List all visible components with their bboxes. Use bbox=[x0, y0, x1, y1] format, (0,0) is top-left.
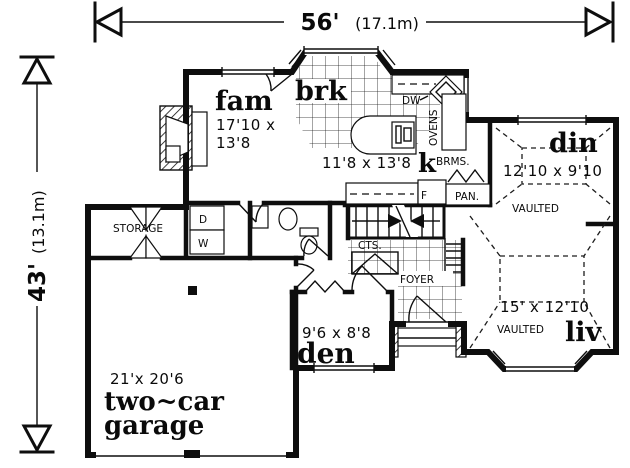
washer-label: W bbox=[198, 238, 209, 250]
stairs-down-arrow bbox=[410, 214, 424, 228]
dining-dims: 12'10 x 9'10 bbox=[503, 162, 602, 180]
fireplace bbox=[159, 105, 208, 171]
living-vaulted-label: VAULTED bbox=[497, 324, 544, 336]
storage-door-leaf bbox=[145, 234, 164, 259]
family-breakfast-door bbox=[265, 73, 293, 92]
powder-sink bbox=[278, 207, 298, 231]
ovens-cabinet bbox=[441, 93, 467, 151]
foyer-label: FOYER bbox=[400, 274, 434, 286]
storage-label: STORAGE bbox=[113, 223, 163, 235]
dining-vaulted-label: VAULTED bbox=[512, 203, 559, 215]
hall-door bbox=[237, 202, 265, 223]
family-room-dims2: 13'8 bbox=[216, 134, 251, 152]
den-label: den bbox=[297, 337, 355, 370]
toilet-bowl bbox=[300, 235, 318, 255]
garage-label-line2: garage bbox=[104, 411, 204, 441]
storage-door-leaf bbox=[145, 206, 164, 232]
garage-post bbox=[188, 286, 197, 295]
dimension-height: 43' (13.1m) bbox=[19, 55, 55, 454]
appliance-labels: DW OVENS F BRMS. PAN. D W bbox=[198, 95, 479, 250]
storage-door-leaf bbox=[128, 234, 147, 259]
width-feet-label: 56' bbox=[300, 10, 339, 36]
living-dims: 15' x 12'10 bbox=[500, 298, 589, 316]
height-metric-label: (13.1m) bbox=[29, 190, 48, 254]
den-closet-bifold bbox=[304, 279, 346, 294]
washer-box bbox=[189, 229, 225, 255]
dining-room-label: din bbox=[549, 128, 598, 159]
dryer-label: D bbox=[199, 214, 207, 226]
fridge-label: F bbox=[421, 190, 427, 202]
kitchen-label: k bbox=[418, 149, 437, 179]
den-door bbox=[351, 265, 389, 293]
coats-closet bbox=[351, 251, 399, 275]
utility-fixtures bbox=[128, 205, 319, 295]
doors bbox=[237, 73, 447, 323]
garage-label-line1: two~car bbox=[104, 387, 224, 417]
dryer-box bbox=[189, 205, 225, 231]
interior-walls bbox=[85, 117, 616, 371]
dimension-width: 56' (17.1m) bbox=[93, 1, 615, 43]
vault-lines bbox=[469, 127, 611, 349]
entry-porch bbox=[389, 323, 467, 358]
family-room-label: fam bbox=[215, 86, 273, 117]
dishwasher-label: DW bbox=[402, 95, 421, 107]
powder-cabinet bbox=[251, 205, 269, 229]
powder-door bbox=[303, 238, 329, 257]
coats-label: CTS. bbox=[358, 240, 382, 252]
width-metric-label: (17.1m) bbox=[355, 14, 419, 33]
garage-dims: 21'x 20'6 bbox=[110, 370, 184, 388]
kitchen-fixtures bbox=[345, 74, 491, 206]
toilet-tank bbox=[299, 227, 319, 237]
height-feet-label: 43' bbox=[25, 263, 51, 302]
pantry-label: PAN. bbox=[455, 191, 479, 203]
stairs-up-arrow bbox=[388, 214, 402, 228]
living-room-label: liv bbox=[565, 317, 603, 348]
brooms-closet-doors bbox=[447, 168, 485, 184]
front-door bbox=[408, 295, 447, 323]
pantry-closet bbox=[445, 183, 491, 206]
den-dims: 9'6 x 8'8 bbox=[302, 324, 371, 342]
ovens-label: OVENS bbox=[428, 109, 440, 146]
windows bbox=[96, 46, 591, 460]
kitchen-dims: 11'8 x 13'8 bbox=[322, 154, 411, 172]
garage-entry-door bbox=[295, 263, 315, 289]
breakfast-room-label: brk bbox=[295, 76, 348, 107]
brooms-label: BRMS. bbox=[436, 156, 470, 168]
family-room-dims1: 17'10 x bbox=[216, 116, 275, 134]
room-labels: fam 17'10 x 13'8 brk 11'8 x 13'8 k din 1… bbox=[104, 76, 603, 441]
stairs bbox=[352, 205, 463, 274]
